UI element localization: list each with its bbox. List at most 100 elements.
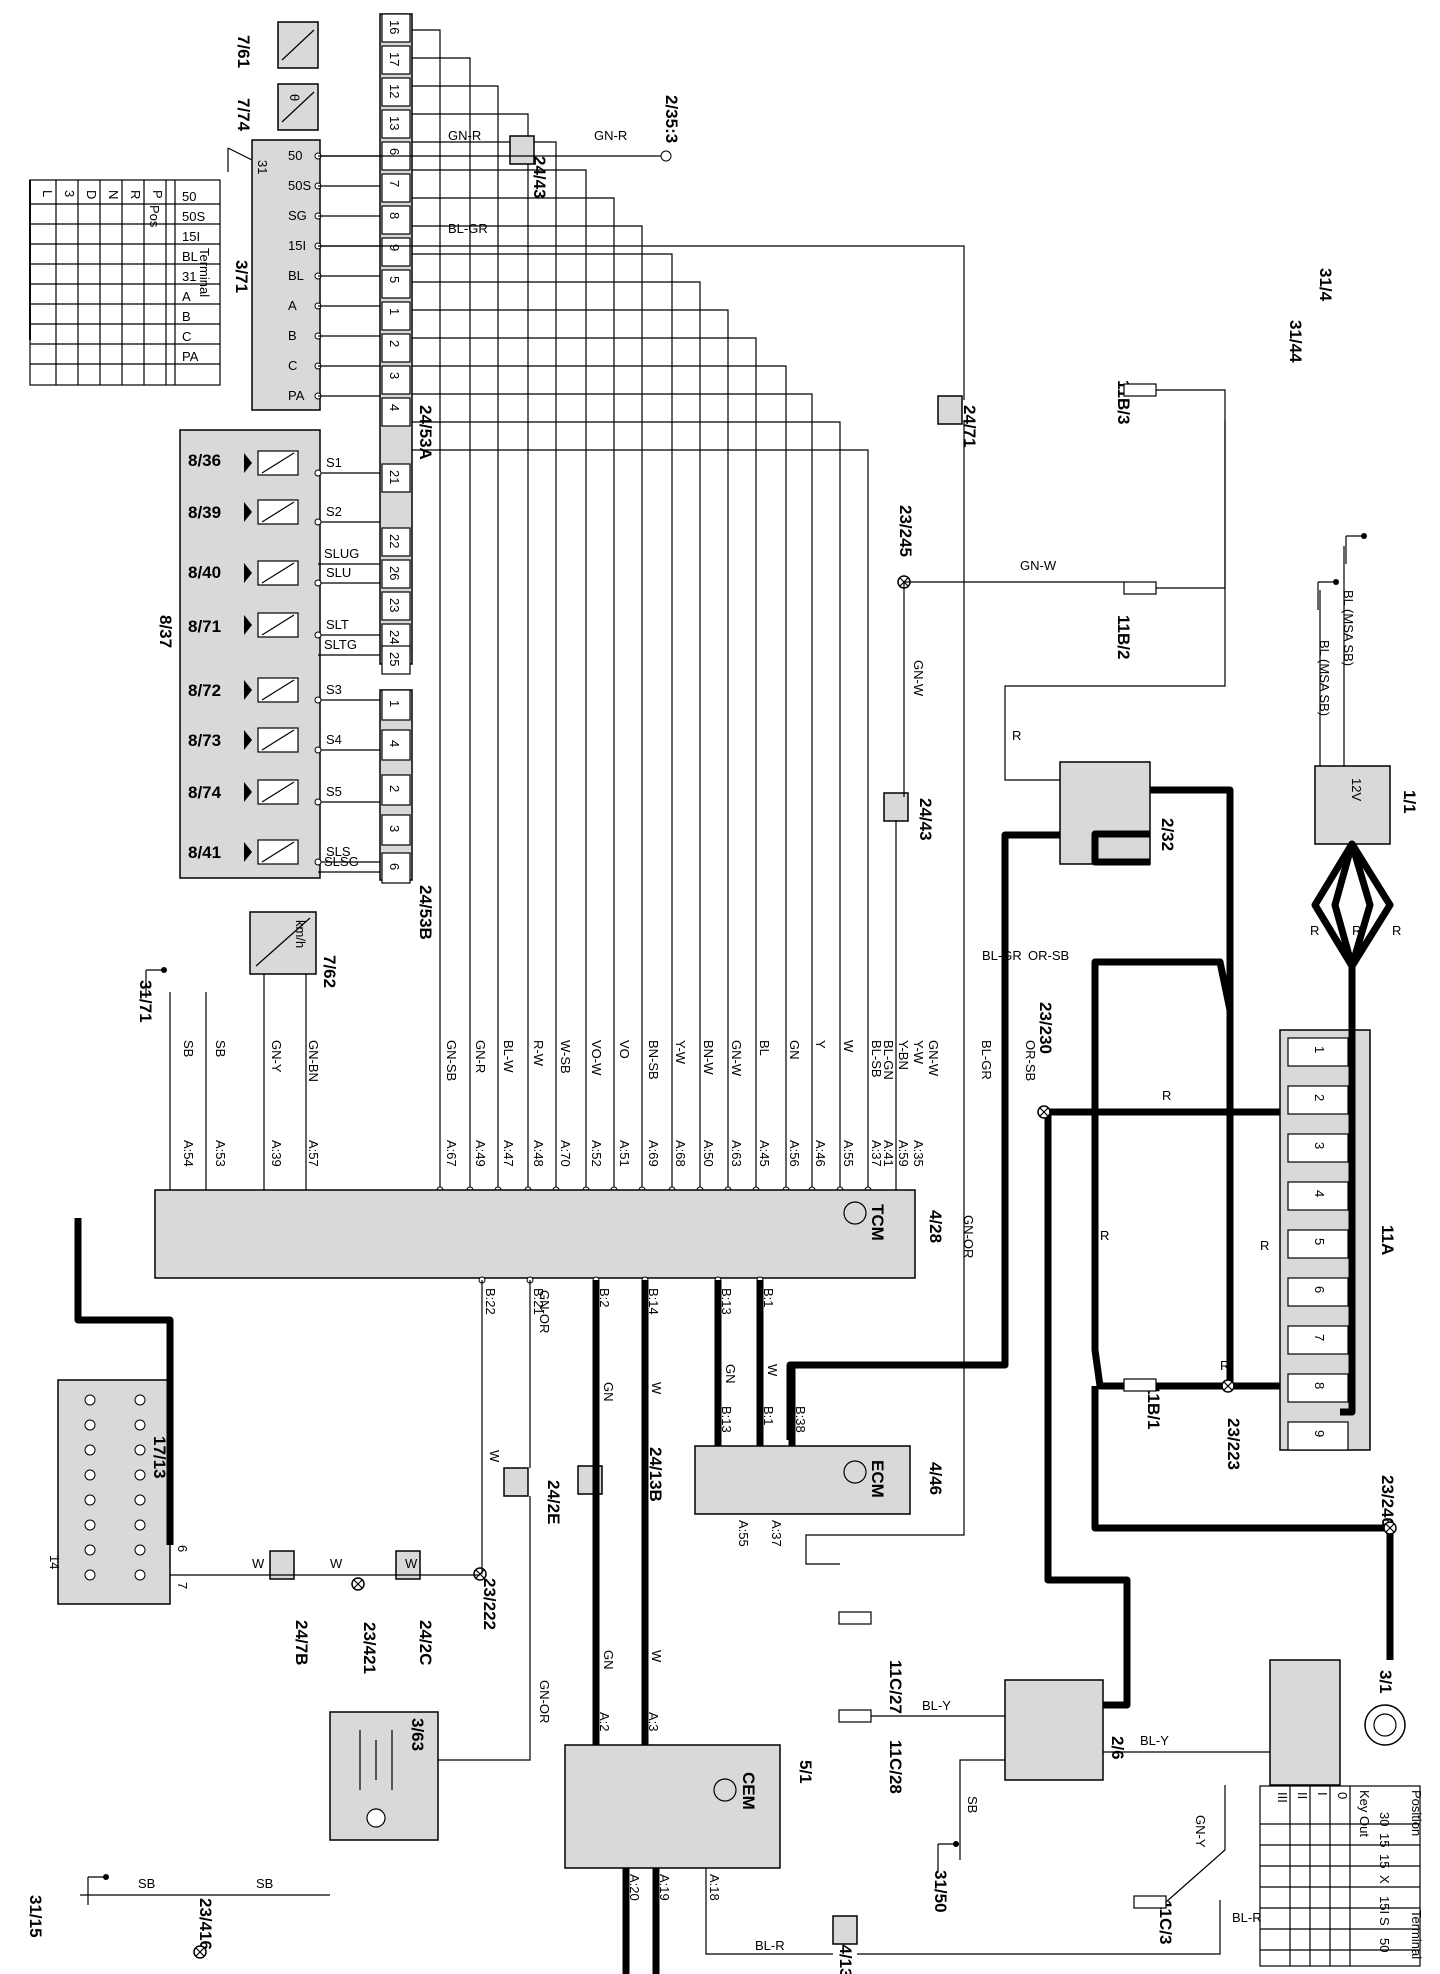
dlc-pin-number: 7 [175, 1582, 190, 1589]
fusebox-slot-number: 4 [1312, 1190, 1327, 1197]
instrument-7-61: 7/61 [234, 21, 319, 69]
dlc-id: 17/13 [150, 1436, 169, 1479]
wire-colour-label: GN-OR [537, 1290, 552, 1333]
wire-colour-label: R [1352, 923, 1361, 938]
ecm-pin-label: A:55 [736, 1520, 751, 1547]
tcm-top-pin-label: A:54 [181, 1140, 196, 1167]
solenoid-pin [314, 858, 322, 866]
kickdown-switch: 3/63 [329, 1711, 439, 1841]
connector-24-53a-pin [381, 333, 411, 363]
wire-colour-label: BL (MSA SB) [1317, 640, 1332, 716]
tcm-wire-colour-label: BL-SB [869, 1040, 884, 1078]
fusebox-slot [1287, 1181, 1349, 1211]
ground-31-15: 31/15 [26, 1895, 45, 1938]
connector-24-53a-pin-number: 4 [387, 404, 402, 411]
dlc-pin [134, 1569, 146, 1581]
wire-colour-label: GN-OR [961, 1215, 976, 1258]
tcm-top-pin-label: A:55 [841, 1140, 856, 1167]
gear-table-terminal: PA [182, 349, 199, 364]
fusebox-slot [1287, 1325, 1349, 1355]
bus-wire [412, 169, 587, 1190]
connector-24-53a-pin [381, 301, 411, 331]
gear-table-position: L [40, 190, 55, 197]
fuse-icon [1133, 1895, 1167, 1909]
wire-gn-y-2 [1165, 1785, 1226, 1903]
splice-23-421: 23/421 [360, 1622, 379, 1674]
splice-mark [1385, 1523, 1395, 1533]
tcm-wire-colour-label: BL-GR [979, 1040, 994, 1080]
wire-colour-label: R [1100, 1228, 1109, 1243]
wire-colour-label: GN-OR [537, 1680, 552, 1723]
solenoid-diagonal [261, 781, 295, 803]
solenoid-block-id: 8/37 [156, 615, 175, 648]
solenoid-signal-label: SLT [326, 617, 349, 632]
instrument-7-74-symbol: θ [287, 94, 302, 101]
tcm-bottom-pin-label: B:2 [597, 1288, 612, 1308]
solenoid-id: 8/74 [188, 783, 222, 802]
fuse-11c-3: 11C/3 [1156, 1900, 1175, 1944]
solenoid-ground-label: SLTG [324, 637, 357, 652]
connector-24-53a-pin [381, 591, 411, 621]
fusebox-slot-number: 5 [1312, 1238, 1327, 1245]
tcm-wire-colour-label: Y [813, 1040, 828, 1049]
terminal-2-35-3 [660, 150, 672, 162]
wire-sb-relay [959, 1759, 1005, 1860]
ecm-pin-label: B:38 [793, 1406, 808, 1433]
gear-table-terminal: 50S [182, 209, 205, 224]
gear-selector-pin-label: 15I [288, 238, 306, 253]
fuse-icon [1123, 1378, 1157, 1392]
cem-pin-label: A:3 [646, 1712, 661, 1732]
connector-24-53b-id: 24/53B [416, 885, 435, 940]
tcm-top-pin-label: A:56 [787, 1140, 802, 1167]
connector-24-53a-pin [381, 559, 411, 589]
tcm-wire-colour-label: Y-BN [896, 1040, 911, 1070]
connector-24-53a-pin-number: 26 [387, 566, 402, 580]
connector-24-53b-pin-number: 6 [387, 863, 402, 870]
tcm-top-pin-label: A:68 [673, 1140, 688, 1167]
battery-id: 1/1 [1400, 790, 1419, 814]
key-table-position: II [1295, 1792, 1310, 1799]
tcm-top-pin-label: A:59 [896, 1140, 911, 1167]
bus-wire [412, 393, 813, 1190]
bus-wire [412, 85, 499, 1190]
connector-24-53a-pin [381, 109, 411, 139]
connector-24-53a-pin-number: 9 [387, 244, 402, 251]
dlc-pin [134, 1394, 146, 1406]
dlc-pin [84, 1444, 96, 1456]
wire-colour-label: R [1310, 923, 1319, 938]
tcm-wire-colour-label: BN-W [701, 1040, 716, 1075]
connector-box [395, 1550, 421, 1580]
connector-24-53a-pin [381, 463, 411, 493]
battery: 12V 1/1 [1314, 765, 1419, 845]
solenoid-id: 8/36 [188, 451, 221, 470]
fusebox-slot-number: 6 [1312, 1286, 1327, 1293]
gear-table-pos-header: Pos [147, 205, 162, 228]
fuse-icon [1123, 581, 1157, 595]
fusebox-slot [1287, 1133, 1349, 1163]
speed-sensor: km/h 7/62 [249, 911, 339, 988]
connector-24-53b-pin-number: 3 [387, 825, 402, 832]
key-table-keyout-header: Key Out [1357, 1790, 1372, 1837]
wire-colour-label: R [1260, 1238, 1269, 1253]
tcm-wire-colour-label: R-W [531, 1040, 546, 1067]
connector-24-53b-pin-number: 2 [387, 785, 402, 792]
connector-24-53a-pin [381, 269, 411, 299]
bus-wire [412, 421, 841, 1190]
ground-31-44: 31/44 [1286, 320, 1305, 363]
solenoid-pin [314, 631, 322, 639]
tcm-wire-colour-label: GN-R [473, 1040, 488, 1073]
connector-24-53a-pin [381, 77, 411, 107]
key-table-position: 0 [1335, 1792, 1350, 1799]
fuse-icon [838, 1611, 872, 1625]
solenoid-signal-label: S5 [326, 784, 342, 799]
dlc-pin [134, 1444, 146, 1456]
connector-24-53a-pin [381, 645, 411, 675]
solenoid-diagonal [261, 614, 295, 636]
splice-23-223: 23/223 [1224, 1418, 1243, 1470]
wire-colour-label: GN-R [448, 128, 481, 143]
